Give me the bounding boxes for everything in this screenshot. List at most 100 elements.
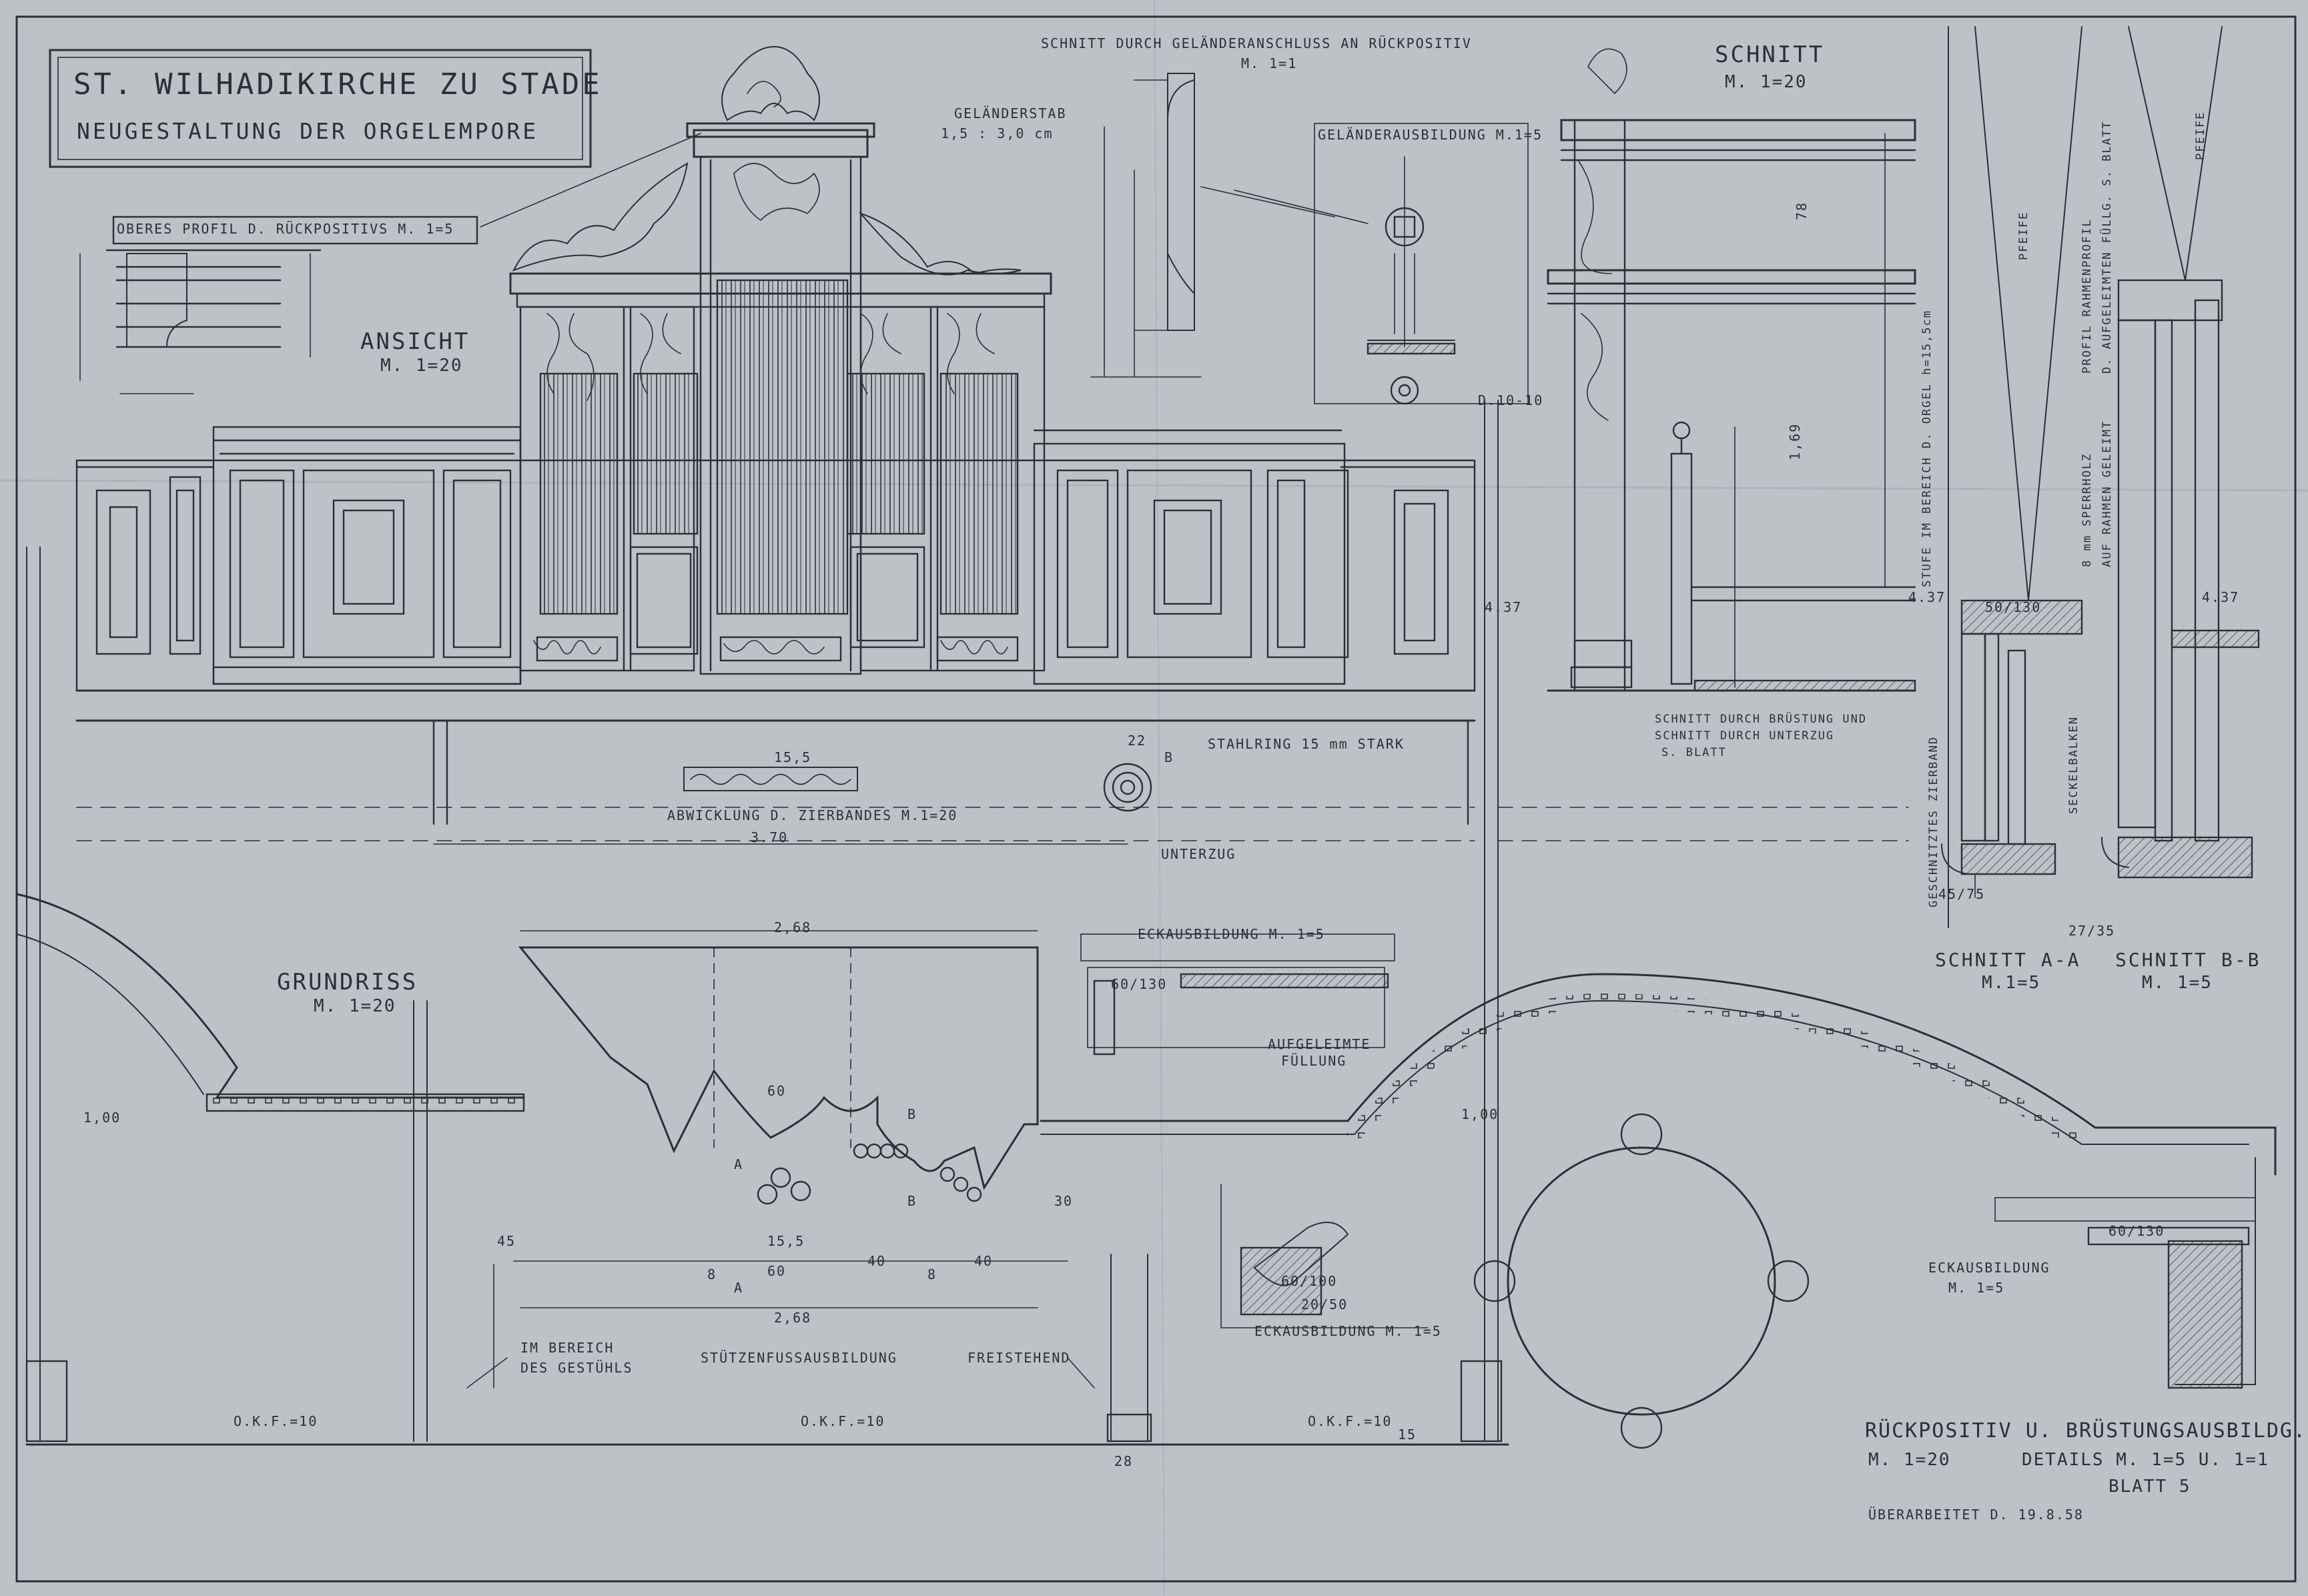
note-auf-rahmen: AUF RAHMEN GELEIMT — [2100, 420, 2114, 567]
dim-22: 22 — [1128, 733, 1147, 749]
dim-268-top: 2,68 — [774, 919, 812, 935]
dim-60-130-b: 60/130 — [2108, 1223, 2165, 1239]
note-schnitt-gelaender-scale: M. 1=1 — [1241, 55, 1298, 71]
titleblock-line1: RÜCKPOSITIV U. BRÜSTUNGSAUSBILDG. — [1865, 1419, 2307, 1443]
dim-155-zierband: 15,5 — [774, 749, 812, 765]
dim-78: 78 — [1794, 201, 1810, 220]
dim-45-75: 45/75 — [1938, 886, 1986, 902]
note-pfeife-a: PFEIFE — [2017, 211, 2030, 260]
note-s-blatt: S. BLATT — [1661, 746, 1727, 759]
note-fuellung: FÜLLUNG — [1281, 1053, 1347, 1069]
note-abwicklung: ABWICKLUNG D. ZIERBANDES M.1=20 — [667, 807, 958, 823]
schnitt-aa-section — [1941, 26, 2083, 928]
section-mark-b3: B — [1164, 749, 1174, 765]
schnitt-section — [1547, 48, 1916, 692]
section-mark-b2: B — [907, 1193, 917, 1209]
scale-grundriss: M. 1=20 — [314, 996, 396, 1016]
ansicht-elevation — [75, 45, 1499, 1442]
column-bases — [25, 546, 1503, 1443]
dim-8-b: 8 — [927, 1266, 937, 1282]
dim-50-130: 50/130 — [1985, 599, 2042, 615]
note-stahlring: STAHLRING 15 mm STARK — [1208, 736, 1405, 752]
dim-1010: D.10-10 — [1478, 392, 1544, 408]
dim-437-a: 4.37 — [1485, 599, 1523, 615]
note-gelaender-ausbildung: GELÄNDERAUSBILDUNG M.1=5 — [1318, 127, 1543, 143]
dim-15: 15 — [1398, 1427, 1417, 1443]
note-stufe: STUFE IM BEREICH D. ORGEL h=15,5cm — [1920, 310, 1934, 587]
label-grundriss: GRUNDRISS — [277, 969, 418, 995]
dim-20-50: 20/50 — [1301, 1296, 1349, 1312]
note-im-bereich: IM BEREICH — [520, 1340, 615, 1356]
organ-case — [509, 45, 1052, 675]
dim-60-130: 60/130 — [1111, 976, 1168, 992]
dim-60-b: 60 — [767, 1263, 787, 1279]
title-box — [49, 49, 592, 168]
titleblock-blatt: BLATT 5 — [2108, 1477, 2191, 1497]
dim-100-right: 1,00 — [1461, 1106, 1499, 1122]
dim-40-b: 40 — [974, 1253, 994, 1269]
section-mark-a1: A — [734, 1156, 744, 1172]
note-okf-1: O.K.F.=10 — [234, 1413, 318, 1429]
dim-437-c: 4.37 — [2202, 589, 2240, 605]
note-des-gestuehls: DES GESTÜHLS — [520, 1360, 633, 1376]
note-schnitt-unterzug: SCHNITT DURCH UNTERZUG — [1655, 729, 1835, 743]
scale-ansicht: M. 1=20 — [380, 356, 463, 376]
dim-268-bottom: 2,68 — [774, 1310, 812, 1326]
dim-8-a: 8 — [707, 1266, 717, 1282]
dim-60-a: 60 — [767, 1083, 787, 1099]
note-aufgeleimte: AUFGELEIMTE — [1268, 1036, 1371, 1052]
note-gelaenderstab: GELÄNDERSTAB — [954, 105, 1067, 121]
note-gelaenderstab-size: 1,5 : 3,0 cm — [941, 125, 1054, 141]
stahlring — [1103, 763, 1152, 812]
dim-45: 45 — [497, 1233, 516, 1249]
titleblock-revised: ÜBERARBEITET D. 19.8.58 — [1868, 1507, 2084, 1523]
note-profil-rahmen: PROFIL RAHMENPROFIL — [2080, 218, 2094, 374]
oberes-profil-detail — [79, 216, 478, 394]
titleblock-details: DETAILS M. 1=5 U. 1=1 — [2022, 1450, 2269, 1470]
note-schnitt-gelaender: SCHNITT DURCH GELÄNDERANSCHLUSS AN RÜCKP… — [1041, 35, 1472, 51]
section-mark-a2: A — [734, 1280, 744, 1296]
note-unterzug: UNTERZUG — [1161, 846, 1236, 862]
scale-schnitt-aa: M.1=5 — [1982, 973, 2041, 993]
note-oberes-profil: OBERES PROFIL D. RÜCKPOSITIVS M. 1=5 — [117, 221, 454, 237]
label-schnitt: SCHNITT — [1715, 41, 1825, 68]
dim-28: 28 — [1114, 1453, 1134, 1469]
note-eckausbildung-b-scale: M. 1=5 — [1948, 1280, 2005, 1296]
note-d-aufgeleimten: D. AUFGELEIMTEN FÜLLG. S. BLATT — [2100, 120, 2114, 374]
gelaender-ausbildung-detail — [1314, 123, 1529, 405]
grundriss-plan — [15, 893, 2277, 1449]
scale-schnitt: M. 1=20 — [1725, 72, 1808, 92]
note-freistehend: FREISTEHEND — [968, 1350, 1071, 1366]
dim-60-100: 60/100 — [1281, 1273, 1338, 1289]
note-stuetzen: STÜTZENFUSSAUSBILDUNG — [701, 1350, 897, 1366]
dim-100-left: 1,00 — [83, 1110, 121, 1126]
note-okf-3: O.K.F.=10 — [1308, 1413, 1393, 1429]
label-ansicht: ANSICHT — [360, 328, 470, 355]
note-seckelbalken: SECKELBALKEN — [2067, 716, 2080, 814]
note-eckausbildung-a: ECKAUSBILDUNG M. 1=5 — [1138, 926, 1325, 942]
note-eckausbildung-c: ECKAUSBILDUNG M. 1=5 — [1254, 1323, 1442, 1339]
dim-155: 15,5 — [767, 1233, 805, 1249]
note-geschnitztes: GESCHNITZTES ZIERBAND — [1927, 736, 1940, 907]
title-project: NEUGESTALTUNG DER ORGELEMPORE — [77, 118, 539, 144]
pillar-plan — [1507, 1146, 1776, 1416]
dim-40-a: 40 — [867, 1253, 887, 1269]
dim-27-35: 27/35 — [2068, 923, 2116, 939]
note-okf-2: O.K.F.=10 — [801, 1413, 885, 1429]
label-schnitt-aa: SCHNITT A-A — [1935, 949, 2081, 971]
titleblock-scale: M. 1=20 — [1868, 1450, 1951, 1470]
zierband — [683, 767, 858, 791]
note-schnitt-bruestung: SCHNITT DURCH BRÜSTUNG UND — [1655, 713, 1868, 726]
schnitt-bb-section — [2101, 26, 2260, 879]
label-schnitt-bb: SCHNITT B-B — [2115, 949, 2261, 971]
sheet-border — [15, 15, 2297, 1583]
dim-1695: 1,69 — [1787, 422, 1803, 460]
dim-370: 3.70 — [751, 829, 789, 845]
note-sperrholz: 8 mm SPERRHOLZ — [2080, 452, 2094, 567]
dim-437-b: 4.37 — [1908, 589, 1946, 605]
gelaender-anschluss-detail — [1090, 73, 1335, 378]
note-eckausbildung-b: ECKAUSBILDUNG — [1928, 1260, 2050, 1276]
note-pfeife-b: PFEIFE — [2194, 111, 2207, 160]
